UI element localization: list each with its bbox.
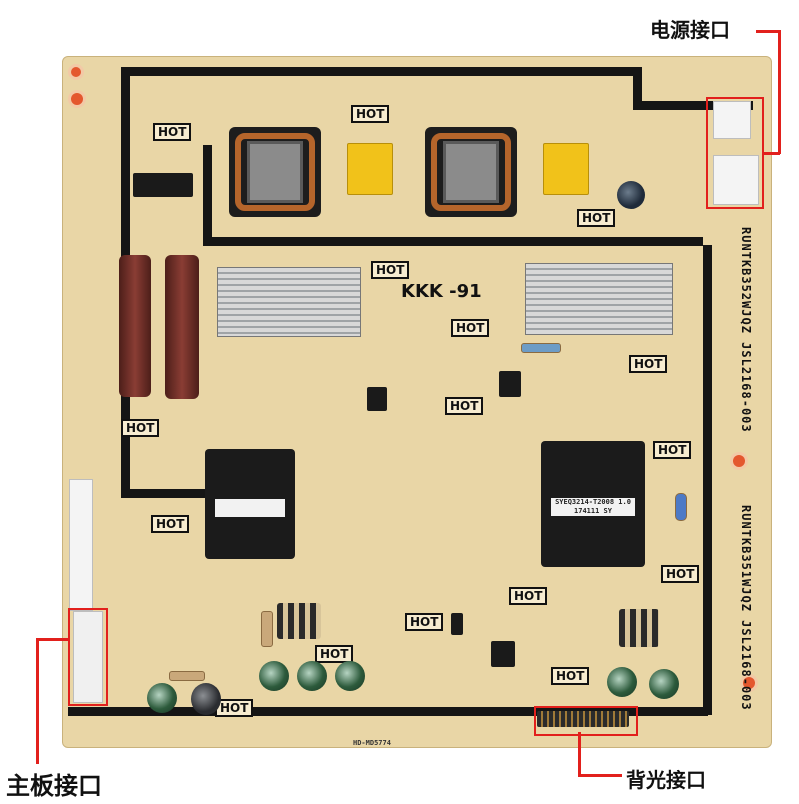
trace-bottom bbox=[68, 707, 708, 716]
hot-label: HOT bbox=[215, 699, 254, 717]
hot-label: HOT bbox=[153, 123, 192, 141]
power-connector[interactable] bbox=[713, 101, 751, 139]
output-capacitor bbox=[335, 661, 365, 691]
hot-label: HOT bbox=[445, 397, 484, 415]
callout-line bbox=[756, 30, 780, 33]
mainboard-connector-lower[interactable] bbox=[73, 611, 103, 703]
output-capacitor bbox=[259, 661, 289, 691]
callout-line bbox=[36, 638, 70, 641]
hot-label: HOT bbox=[151, 515, 190, 533]
board-code-bottom: RUNTKB351WJQZ JSL2168-003 bbox=[739, 505, 753, 711]
callout-line bbox=[578, 774, 622, 777]
hot-label: HOT bbox=[661, 565, 700, 583]
hot-label: HOT bbox=[451, 319, 490, 337]
trace-right bbox=[703, 245, 712, 715]
hot-label: HOT bbox=[653, 441, 692, 459]
power-port-label: 电源接口 bbox=[650, 18, 730, 42]
backlight-port-label: 背光接口 bbox=[626, 768, 706, 792]
mainboard-port-label: 主板接口 bbox=[6, 772, 102, 800]
resistor bbox=[675, 493, 687, 521]
hot-label: HOT bbox=[629, 355, 668, 373]
board-bottom-code: HD-MD5774 bbox=[353, 739, 391, 747]
small-capacitor bbox=[617, 181, 645, 209]
mounting-hole bbox=[71, 93, 83, 105]
mainboard-connector[interactable] bbox=[69, 479, 93, 611]
mounting-hole bbox=[743, 677, 755, 689]
hot-label: HOT bbox=[577, 209, 616, 227]
trace-right-top2 bbox=[633, 101, 753, 110]
power-port-highlight bbox=[706, 97, 764, 209]
mainboard-port-highlight bbox=[68, 608, 108, 706]
x-capacitor bbox=[543, 143, 589, 195]
ic-chip bbox=[451, 613, 463, 635]
transformer bbox=[205, 449, 295, 559]
callout-line bbox=[778, 30, 781, 154]
hot-label: HOT bbox=[551, 667, 590, 685]
ic-chip bbox=[491, 641, 515, 667]
output-capacitor bbox=[191, 683, 221, 715]
hot-label: HOT bbox=[371, 261, 410, 279]
mounting-hole bbox=[733, 455, 745, 467]
hot-label: HOT bbox=[509, 587, 548, 605]
pcb-board: HOT HOT HOT HOT HOT HOT HOT HOT HOT HOT … bbox=[62, 56, 772, 748]
diode-array bbox=[277, 603, 321, 639]
common-mode-choke bbox=[229, 127, 321, 217]
bridge-rectifier bbox=[133, 173, 193, 197]
output-capacitor bbox=[297, 661, 327, 691]
x-capacitor bbox=[347, 143, 393, 195]
mounting-hole bbox=[71, 67, 81, 77]
hot-label: HOT bbox=[405, 613, 444, 631]
trace-left-low bbox=[121, 489, 211, 498]
hot-label: HOT bbox=[351, 105, 390, 123]
electrolytic-capacitor bbox=[165, 255, 199, 399]
heatsink bbox=[217, 267, 361, 337]
board-code-top: RUNTKB352WJQZ JSL2168-003 bbox=[739, 227, 753, 433]
output-capacitor bbox=[147, 683, 177, 713]
trace-top bbox=[121, 67, 641, 76]
common-mode-choke bbox=[425, 127, 517, 217]
callout-line bbox=[762, 152, 780, 155]
trace-right-top bbox=[633, 67, 642, 107]
output-capacitor bbox=[607, 667, 637, 697]
diode-array bbox=[619, 609, 659, 647]
resistor bbox=[169, 671, 205, 681]
trace-mid2 bbox=[203, 237, 703, 246]
trace-mid bbox=[203, 145, 212, 245]
resistor bbox=[521, 343, 561, 353]
board-model-text: KKK -91 bbox=[401, 281, 482, 302]
electrolytic-capacitor bbox=[119, 255, 151, 397]
ic-chip bbox=[499, 371, 521, 397]
callout-line bbox=[578, 732, 581, 776]
hot-label: HOT bbox=[315, 645, 354, 663]
output-capacitor bbox=[649, 669, 679, 699]
resistor bbox=[261, 611, 273, 647]
hot-label: HOT bbox=[121, 419, 160, 437]
transformer-label: SYEQ3214-T2008 1.0 174111 SY bbox=[551, 497, 635, 516]
callout-line bbox=[36, 638, 39, 764]
power-connector[interactable] bbox=[713, 155, 759, 205]
transformer: SYEQ3214-T2008 1.0 174111 SY bbox=[541, 441, 645, 567]
heatsink bbox=[525, 263, 673, 335]
backlight-port-highlight bbox=[534, 706, 638, 736]
backlight-connector[interactable] bbox=[537, 711, 629, 727]
ic-chip bbox=[367, 387, 387, 411]
